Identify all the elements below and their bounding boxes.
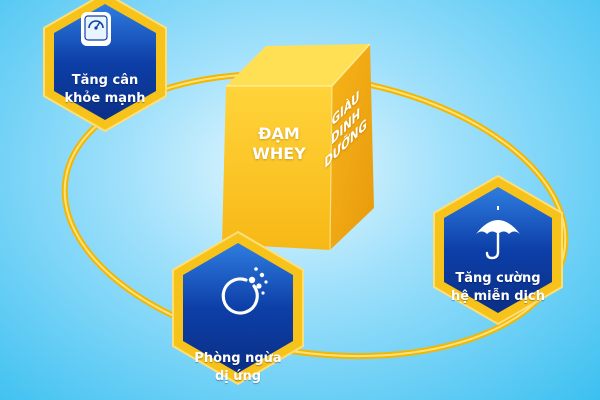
benefit-weight-line-1: Tăng cân — [71, 73, 139, 88]
scale-icon — [81, 12, 111, 46]
benefit-hexagon-weight — [43, 0, 167, 133]
benefit-label-immunity: Tăng cường hệ miễn dịch — [443, 270, 553, 305]
benefit-immunity-line-1: Tăng cường — [455, 271, 541, 286]
cube-top-face — [226, 44, 370, 86]
benefit-immunity-line-2: hệ miễn dịch — [451, 288, 545, 304]
umbrella-icon — [476, 206, 520, 260]
benefit-label-allergy: Phòng ngừa dị ứng — [183, 350, 293, 385]
benefit-hexagon-allergy — [172, 230, 304, 386]
allergy-shield-icon — [221, 267, 268, 315]
cube-side-face — [330, 44, 374, 250]
benefit-hexagon-immunity — [433, 174, 563, 326]
cube-front-line-1: ĐẠM — [258, 124, 300, 143]
benefit-allergy-line-1: Phòng ngừa — [194, 351, 282, 366]
benefit-weight-line-2: khỏe mạnh — [64, 90, 146, 106]
benefit-allergy-line-2: dị ứng — [214, 368, 262, 384]
whey-cube — [222, 43, 374, 251]
cube-front-line-2: WHEY — [252, 144, 306, 163]
cube-front-text: ĐẠM WHEY — [236, 124, 322, 164]
cube-front-face — [222, 86, 332, 250]
benefit-label-weight: Tăng cân khỏe mạnh — [55, 72, 155, 107]
